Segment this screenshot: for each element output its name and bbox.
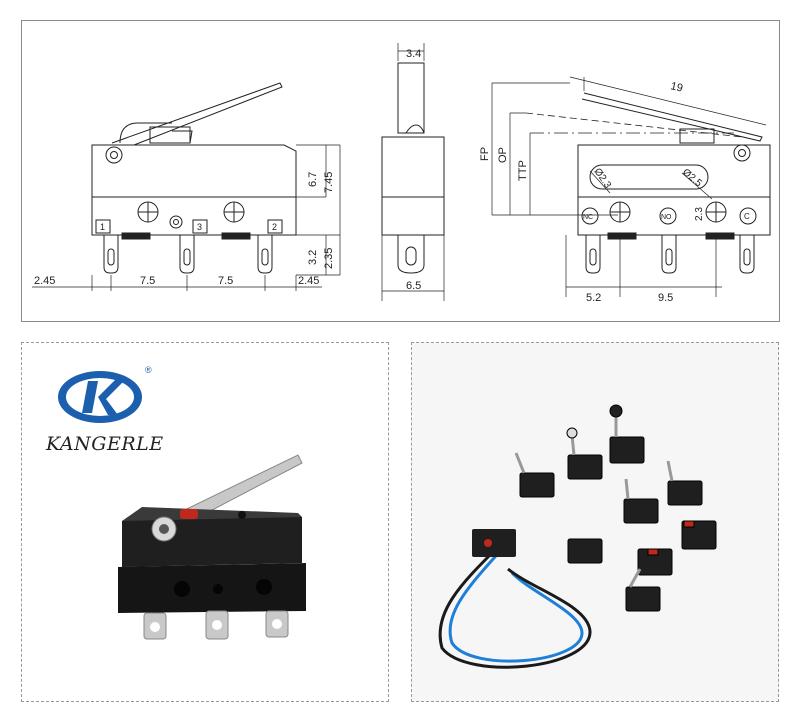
rear-terminal-label-c: C [744,212,750,221]
registered-mark: ® [145,365,152,375]
brand-name: KANGERLE [46,433,164,455]
front-right-margin-label: 2.45 [298,275,319,287]
micro-switch-photo [118,454,306,640]
side-view [381,43,445,301]
front-terminal-label-2: 2 [272,222,277,232]
front-height-body-label: 6.7 [307,172,319,187]
front-view [32,82,341,291]
product-range-panel [411,342,779,702]
side-body-width-label: 6.5 [406,280,421,292]
rear-hole-right-label: Ø2.5 [680,167,704,190]
side-actuator-width-label: 3.4 [406,48,421,60]
front-pitch-1-label: 7.5 [140,275,155,287]
front-left-margin-label: 2.45 [34,275,55,287]
rear-spacing-1-label: 5.2 [586,292,601,304]
front-terminal-total-label: 2.35 [323,248,335,269]
front-terminal-len-label: 3.2 [307,250,319,265]
switch-variants-photo [438,404,717,669]
rear-terminal-label-nc: NC [583,214,593,221]
rear-view [491,76,771,297]
technical-drawing-panel: 6.7 7.45 3.2 2.35 2.45 7.5 7.5 2.45 3.4 … [21,20,780,322]
front-pitch-2-label: 7.5 [218,275,233,287]
front-terminal-label-3: 3 [197,222,202,232]
product-photo-panel: ® KANGERLE [21,342,389,702]
brand-logo-icon [58,371,142,423]
rear-terminal-label-no: NO [661,214,672,221]
rear-op-label: OP [497,147,509,163]
front-height-total-label: 7.45 [323,172,335,193]
rear-ttp-label: TTP [517,160,529,181]
rear-spacing-2-label: 9.5 [658,292,673,304]
rear-hole-offset-label: 2.3 [694,207,705,221]
dimension-drawing: 6.7 7.45 3.2 2.35 2.45 7.5 7.5 2.45 3.4 … [32,43,771,304]
front-terminal-label-1: 1 [100,222,105,232]
rear-fp-label: FP [479,147,491,161]
rear-lever-length-label: 19 [669,80,684,94]
